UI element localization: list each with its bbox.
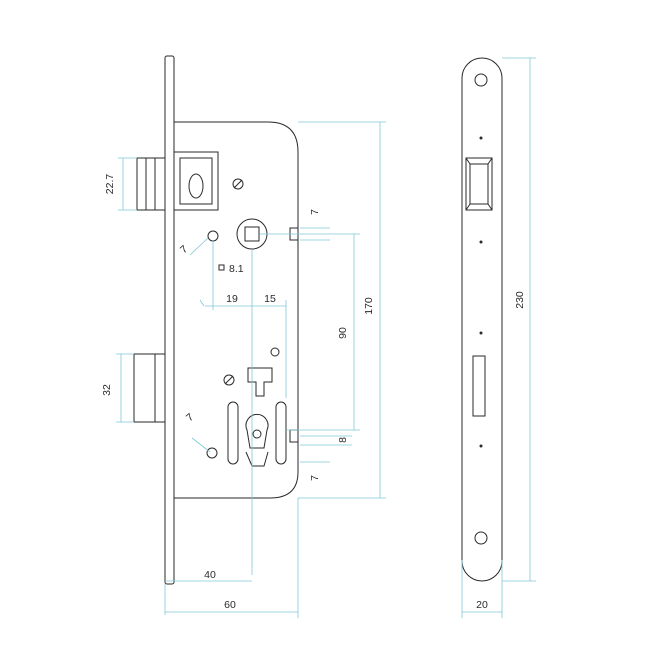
mounting-hole-top xyxy=(207,230,219,242)
dim-faceplate-bottom-offset: 7 xyxy=(309,475,321,481)
dim-faceplate-width: 20 xyxy=(476,599,488,611)
lock-body-side-view xyxy=(133,55,299,585)
dim-bolt-height: 32 xyxy=(101,384,113,396)
dim-centre-distance: 90 xyxy=(337,327,349,339)
front-view-dimension-lines xyxy=(461,57,536,618)
bolt-opening xyxy=(472,355,486,417)
side-view-dimension-lines xyxy=(116,121,386,618)
tumbler-slot-left xyxy=(227,401,239,465)
dim-body-height: 170 xyxy=(363,297,375,315)
dim-body-depth: 60 xyxy=(224,599,236,611)
dead-bolt xyxy=(133,353,166,423)
dim-square-size: 8.1 xyxy=(229,263,244,275)
latch-slot xyxy=(188,173,204,199)
dim-backset: 40 xyxy=(204,569,216,581)
latch-bolt xyxy=(136,157,166,211)
faceplate-side xyxy=(164,55,175,585)
latch-opening xyxy=(465,157,493,211)
keyhole xyxy=(245,413,269,449)
lock-case xyxy=(173,121,299,499)
mounting-hole-bottom xyxy=(206,447,218,459)
key-lever xyxy=(247,367,273,397)
small-pin xyxy=(270,347,280,357)
spindle-square-hole xyxy=(244,226,260,242)
dim-slot-width: 8 xyxy=(337,437,349,443)
dim-offset-left: 19 xyxy=(226,293,238,305)
faceplate-screw-hole-bottom xyxy=(474,531,488,545)
latch-housing xyxy=(173,151,219,211)
dim-faceplate-top-offset: 7 xyxy=(309,209,321,215)
faceplate-screw-hole-top xyxy=(474,73,488,87)
dim-faceplate-length: 230 xyxy=(514,291,526,309)
tumbler-slot-right xyxy=(275,401,287,465)
faceplate-front-view xyxy=(461,57,503,582)
dim-follower-height: 22.7 xyxy=(104,174,116,195)
dim-offset-right: 15 xyxy=(264,293,276,305)
faceplate-front xyxy=(461,57,503,582)
